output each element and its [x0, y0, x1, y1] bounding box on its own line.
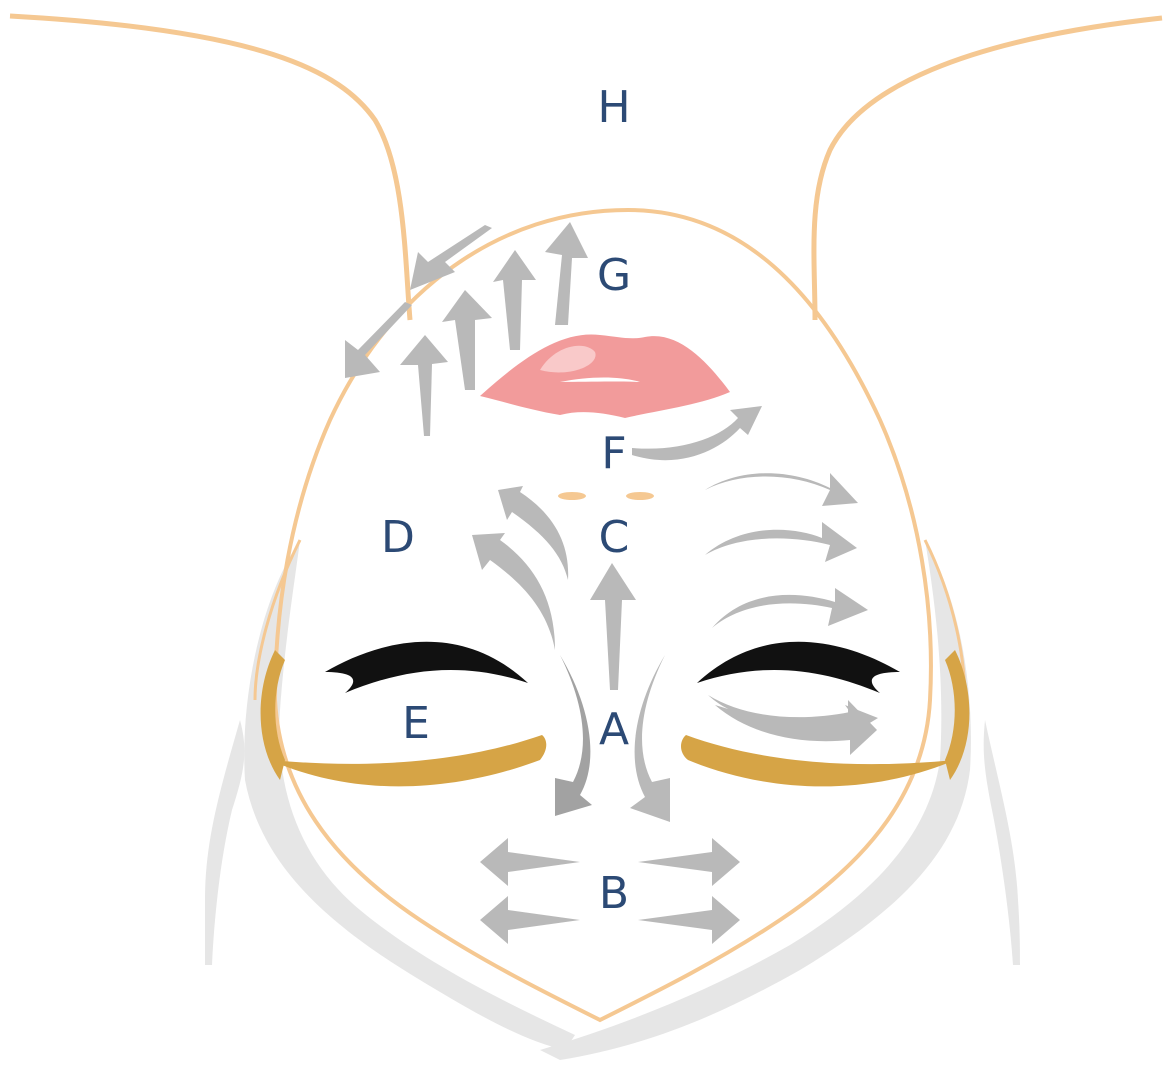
zone-d-arrows: [472, 486, 568, 650]
zone-label-d: D: [381, 512, 415, 563]
hair-line-left-icon: [10, 16, 410, 320]
zone-c-up-arrow-icon: [590, 563, 636, 690]
zone-c-right-arrows: [705, 473, 878, 755]
shadow-right-neck: [984, 720, 1020, 965]
zone-f-arrow-icon: [632, 406, 762, 460]
zone-label-e: E: [402, 698, 430, 749]
massage-arrow-icon: [400, 335, 448, 436]
massage-arrow-icon: [555, 655, 592, 816]
massage-arrow-icon: [410, 225, 492, 290]
massage-arrow-icon: [480, 838, 580, 886]
massage-arrow-icon: [545, 222, 588, 325]
shadow-right-side: [540, 540, 971, 1060]
zone-label-g: G: [597, 250, 631, 301]
massage-arrow-icon: [630, 655, 670, 822]
shadow-left-side: [244, 540, 575, 1050]
nostrils: [558, 492, 654, 500]
massage-arrow-icon: [480, 896, 580, 944]
zone-label-b: B: [599, 868, 629, 919]
eyebrow-right-icon: [697, 642, 900, 693]
massage-arrow-icon: [493, 250, 536, 350]
massage-arrow-icon: [705, 522, 857, 562]
massage-arrow-icon: [472, 533, 555, 650]
eyebrow-left-icon: [325, 642, 528, 693]
massage-arrow-icon: [712, 588, 868, 628]
shadow-left-neck: [205, 720, 244, 965]
massage-arrow-icon: [715, 700, 877, 755]
massage-arrow-icon: [705, 473, 858, 506]
zone-label-h: H: [597, 82, 630, 133]
closed-eye-right-icon: [681, 735, 955, 786]
massage-arrow-icon: [638, 838, 740, 886]
massage-arrow-icon: [638, 896, 740, 944]
massage-arrow-icon: [442, 290, 492, 390]
hair-line-right-icon: [814, 18, 1162, 320]
hair-lines: [10, 16, 1162, 320]
massage-arrows: [345, 222, 878, 944]
massage-arrow-icon: [345, 302, 412, 378]
zone-label-c: C: [599, 512, 630, 563]
zone-label-f: F: [601, 428, 626, 479]
zone-label-a: A: [599, 704, 629, 755]
nostril-right-icon: [626, 492, 654, 500]
nostril-left-icon: [558, 492, 586, 500]
